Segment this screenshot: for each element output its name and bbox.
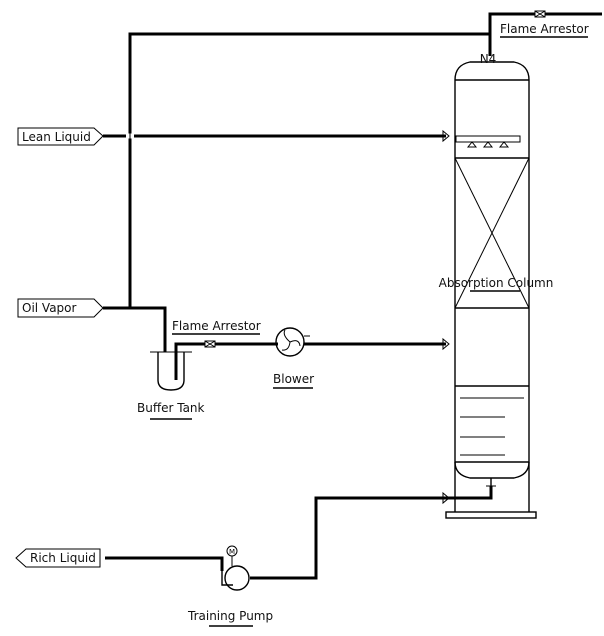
buffer-tank-label: Buffer Tank: [137, 401, 205, 415]
flame-arrestor-mid-label: Flame Arrestor: [172, 319, 261, 333]
motor-tag: M: [229, 548, 235, 556]
oil-vapor-line: [103, 306, 167, 352]
buffer-tank: [150, 342, 205, 391]
nozzle-tag: N4: [480, 52, 497, 66]
lean-liquid-label: Lean Liquid: [22, 130, 91, 144]
absorption-column: [445, 61, 537, 519]
rich-liquid-label: Rich Liquid: [30, 551, 96, 565]
outlet-arrow: [442, 491, 450, 505]
oil-vapor-tag: [17, 298, 104, 318]
oil-vapor-label: Oil Vapor: [22, 301, 77, 315]
blower-label: Blower: [273, 372, 314, 386]
rich-liquid-column-outlet-line: [250, 486, 493, 580]
flame-arrestor-top-label: Flame Arrestor: [500, 22, 589, 36]
vent-line: [488, 10, 602, 56]
lean-liquid-tag: [17, 127, 104, 146]
training-pump-label: Training Pump: [187, 609, 273, 623]
lean-liquid-inlet-arrow: [442, 129, 450, 143]
bottom-outlet: [486, 477, 496, 487]
absorption-column-label: Absorption Column: [439, 276, 554, 290]
gas-inlet-arrow: [442, 337, 450, 351]
vapor-return-line: [128, 32, 490, 308]
blower: [275, 327, 310, 357]
liquid-distributor: [455, 135, 521, 148]
training-pump: [105, 545, 250, 591]
flame-arrestor-mid: [204, 340, 216, 348]
rich-liquid-tag: [15, 548, 101, 568]
